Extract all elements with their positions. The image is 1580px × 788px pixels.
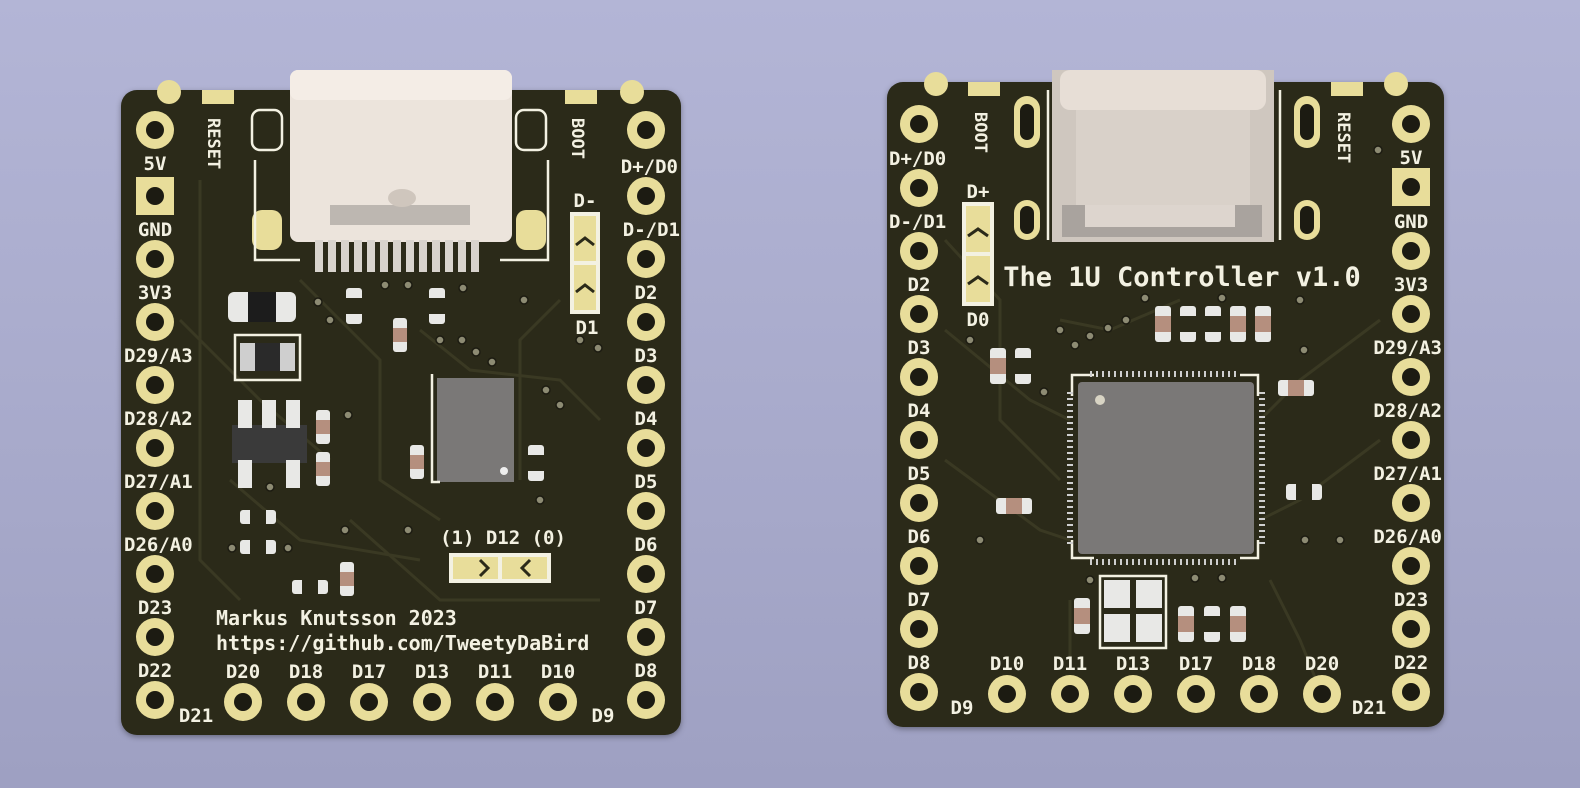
left-board-right-pins xyxy=(627,111,665,719)
chip-left xyxy=(437,378,514,482)
right-pin-label: D2 xyxy=(635,282,658,304)
left-board-bottom-pins xyxy=(224,683,577,721)
bottom-pin-label: D18 xyxy=(289,661,323,683)
bottom-pin-label: D13 xyxy=(415,661,449,683)
right-pin-label: D29/A3 xyxy=(1373,337,1442,359)
left-pin-label: 5V xyxy=(144,153,167,175)
corner-pin-label: D21 xyxy=(179,705,213,727)
right-pin-label: 5V xyxy=(1400,147,1423,169)
reset-label-right: RESET xyxy=(1333,112,1353,163)
right-pin-label: D7 xyxy=(635,597,658,619)
right-pin-label: D27/A1 xyxy=(1373,463,1442,485)
right-pin-label: D23 xyxy=(1394,589,1428,611)
left-pin-label: D6 xyxy=(908,526,931,548)
left-pin-label: D4 xyxy=(908,400,931,422)
right-pin-label: D28/A2 xyxy=(1373,400,1442,422)
usb-c-connector-left xyxy=(250,70,550,272)
regulator-left xyxy=(232,400,307,488)
author-url: https://github.com/TweetyDaBird xyxy=(216,631,589,655)
boot-label-left: BOOT xyxy=(567,118,587,159)
corner-pin-label: D21 xyxy=(1352,697,1386,719)
left-pin-label: 3V3 xyxy=(138,282,172,304)
left-pin-label: D7 xyxy=(908,589,931,611)
right-pin-label: D-/D1 xyxy=(623,219,680,241)
reset-label-left: RESET xyxy=(203,118,223,169)
left-pin-label: D26/A0 xyxy=(124,534,193,556)
right-pin-label: D8 xyxy=(635,660,658,682)
right-pin-label: D+/D0 xyxy=(621,156,678,178)
vias-left xyxy=(227,280,603,553)
left-pin-label: D8 xyxy=(908,652,931,674)
right-pin-label: GND xyxy=(1394,211,1428,233)
jumper-top-label-right: D+ xyxy=(967,181,990,203)
bottom-pin-label: D11 xyxy=(478,661,512,683)
left-pin-label: D3 xyxy=(908,337,931,359)
jumper-usb-right xyxy=(962,202,994,306)
vias-right xyxy=(965,145,1383,585)
right-pin-label: D22 xyxy=(1394,652,1428,674)
crystal xyxy=(1098,574,1168,650)
jumper-bottom-label-right: D0 xyxy=(967,309,990,331)
left-pin-label: D5 xyxy=(908,463,931,485)
left-board-left-pins xyxy=(136,111,174,719)
right-pin-label: D26/A0 xyxy=(1373,526,1442,548)
right-board-right-pins xyxy=(1392,105,1430,711)
left-pin-label: GND xyxy=(138,219,172,241)
bottom-pin-label: D18 xyxy=(1242,653,1276,675)
left-pin-label: D23 xyxy=(138,597,172,619)
left-pin-label: D+/D0 xyxy=(889,148,946,170)
left-pin-label: D22 xyxy=(138,660,172,682)
passives-right xyxy=(990,306,1322,642)
right-pin-label: D4 xyxy=(635,408,658,430)
passives-left xyxy=(240,288,544,596)
corner-pin-label: D9 xyxy=(592,705,615,727)
bottom-pin-label: D17 xyxy=(352,661,386,683)
bottom-pin-label: D20 xyxy=(226,661,260,683)
left-board-art: RESET BOOT 5V GND 3V3 D29/A3 D28/A2 D27/… xyxy=(124,70,680,727)
right-board-left-pins xyxy=(900,105,938,711)
right-board-art: BOOT RESET D+/D0 D-/D1 D2 D3 D4 D5 D6 D7… xyxy=(889,70,1442,719)
right-pin-label: D3 xyxy=(635,345,658,367)
right-pin-label: 3V3 xyxy=(1394,274,1428,296)
corner-pin-label: D9 xyxy=(951,697,974,719)
board-title: The 1U Controller v1.0 xyxy=(1003,262,1361,293)
jumper-top-label-left: D- xyxy=(574,190,597,212)
left-pin-label: D28/A2 xyxy=(124,408,193,430)
author-credit: Markus Knutsson 2023 xyxy=(216,606,457,630)
right-board-bottom-pins xyxy=(988,675,1341,713)
bottom-pin-label: D10 xyxy=(541,661,575,683)
left-pin-label: D27/A1 xyxy=(124,471,193,493)
left-pin-label: D29/A3 xyxy=(124,345,193,367)
jumper-d12-label: (1) D12 (0) xyxy=(440,527,566,549)
right-pin-label: D6 xyxy=(635,534,658,556)
left-pin-label: D-/D1 xyxy=(889,211,946,233)
bottom-pin-label: D11 xyxy=(1053,653,1087,675)
mcu-chip xyxy=(1067,371,1265,565)
bottom-pin-label: D10 xyxy=(990,653,1024,675)
usb-c-connector-right xyxy=(1014,70,1320,242)
bottom-pin-label: D17 xyxy=(1179,653,1213,675)
jumper-usb-left xyxy=(570,212,600,314)
right-pin-label: D5 xyxy=(635,471,658,493)
jumper-d12 xyxy=(449,553,551,583)
jumper-bottom-label-left: D1 xyxy=(576,317,599,339)
left-pin-label: D2 xyxy=(908,274,931,296)
bottom-pin-label: D13 xyxy=(1116,653,1150,675)
bottom-pin-label: D20 xyxy=(1305,653,1339,675)
boot-label-right: BOOT xyxy=(970,112,990,153)
